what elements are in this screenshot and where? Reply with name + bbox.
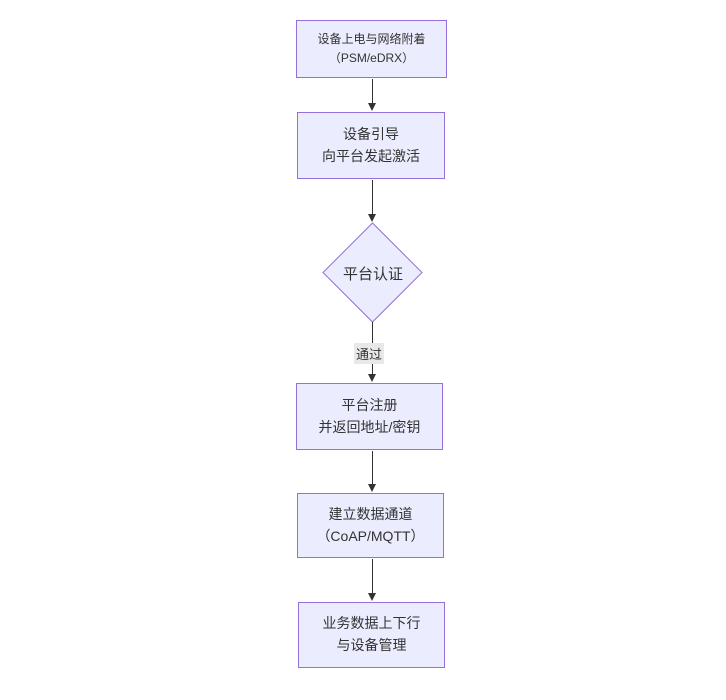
node-device-bootstrap-line2: 向平台发起激活 [322, 147, 420, 164]
node-business-data-line2: 与设备管理 [336, 637, 407, 653]
edge-3-arrowhead-icon [368, 374, 376, 382]
edge-4-line [372, 451, 373, 485]
edge-3-label: 通过 [354, 343, 385, 364]
node-platform-register: 平台注册 并返回地址/密钥 [296, 383, 443, 450]
node-device-bootstrap: 设备引导 向平台发起激活 [297, 112, 445, 179]
node-business-data-line1: 业务数据上下行 [322, 615, 421, 632]
node-power-on-attach: 设备上电与网络附着 （PSM/eDRX） [296, 20, 447, 78]
edge-4-arrowhead-icon [368, 484, 376, 492]
node-power-on-attach-line2: （PSM/eDRX） [328, 51, 415, 65]
node-device-bootstrap-line1: 设备引导 [343, 125, 399, 142]
edge-5-arrowhead-icon [368, 593, 376, 601]
edge-1-line [372, 79, 373, 104]
edge-5-line [372, 559, 373, 594]
node-power-on-attach-line1: 设备上电与网络附着 [317, 32, 426, 47]
node-platform-register-line1: 平台注册 [341, 396, 398, 413]
edge-1-arrowhead-icon [368, 103, 376, 111]
node-business-data: 业务数据上下行 与设备管理 [298, 602, 445, 668]
node-data-channel-line2: （CoAP/MQTT） [316, 527, 425, 544]
node-platform-register-line2: 并返回地址/密钥 [318, 418, 421, 435]
edge-2-line [372, 180, 373, 215]
edge-2-arrowhead-icon [368, 214, 376, 222]
node-data-channel-line1: 建立数据通道 [328, 505, 413, 522]
node-data-channel: 建立数据通道 （CoAP/MQTT） [297, 493, 444, 558]
node-platform-auth-label: 平台认证 [342, 266, 403, 283]
